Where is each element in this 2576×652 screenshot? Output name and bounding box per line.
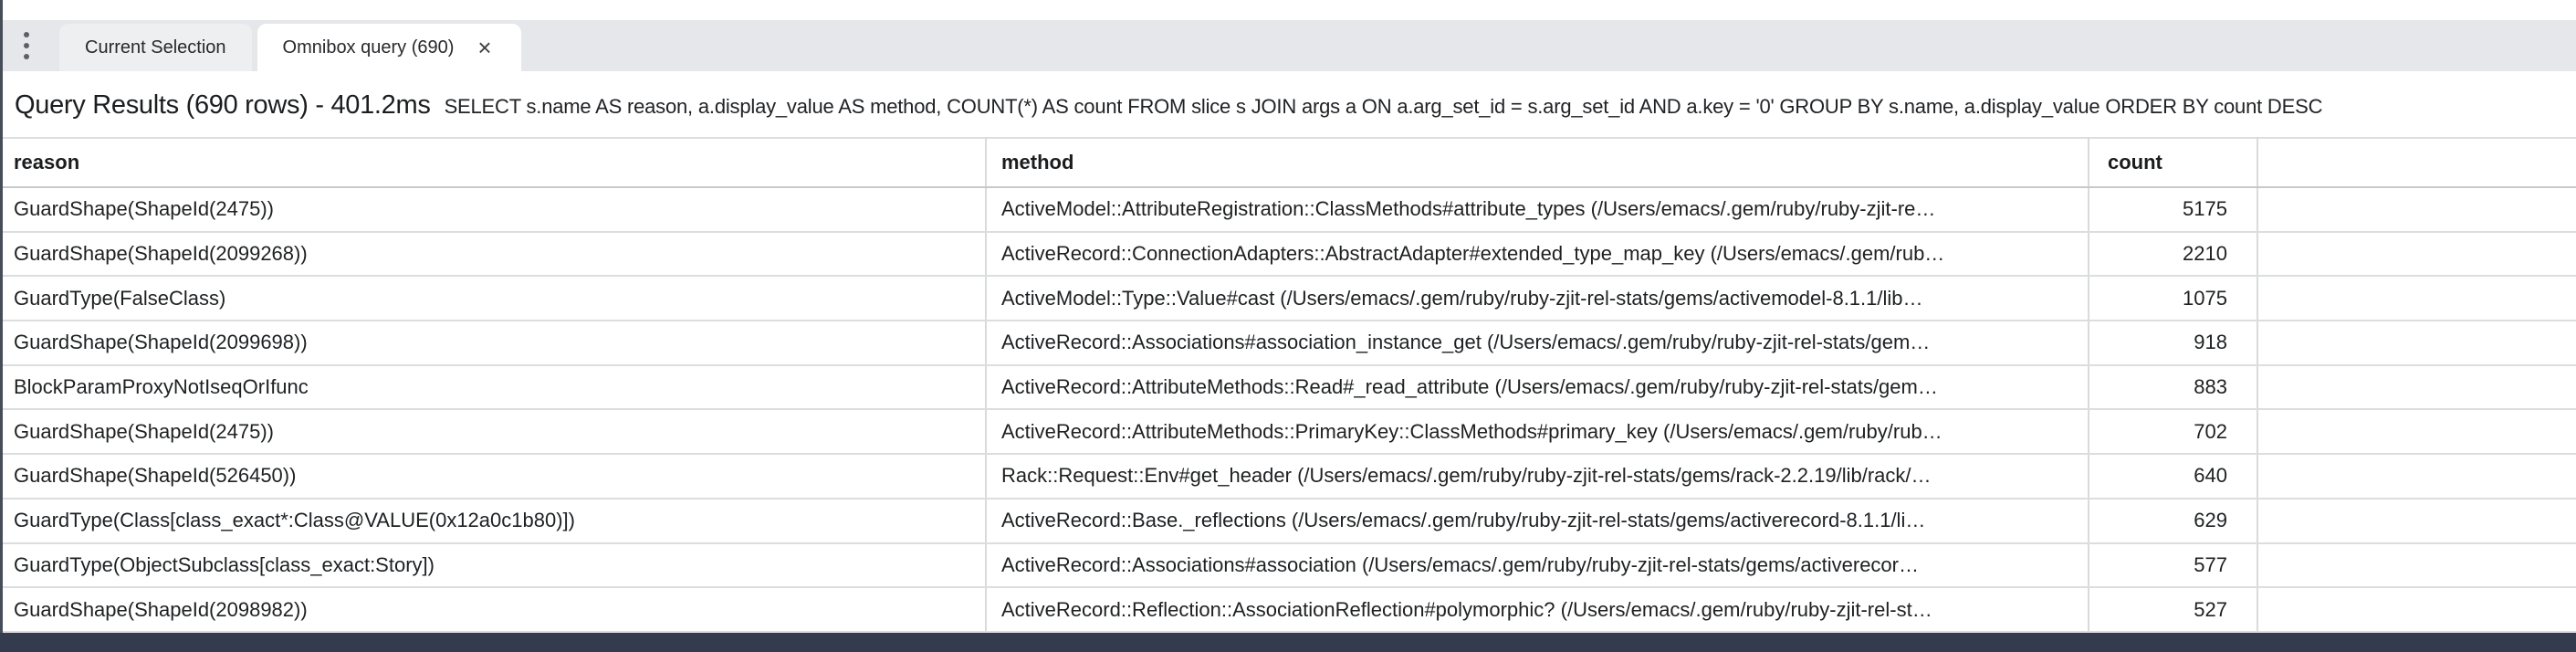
cell-filler — [2257, 498, 2576, 544]
table-row: GuardShape(ShapeId(2475)) ActiveRecord::… — [3, 409, 2576, 456]
cell-reason: GuardShape(ShapeId(2475)) — [3, 187, 987, 233]
cell-filler — [2257, 454, 2576, 500]
table-row: GuardShape(ShapeId(2099698)) ActiveRecor… — [3, 321, 2576, 366]
column-header-method: method — [986, 137, 2089, 188]
results-header: Query Results (690 rows) - 401.2ms SELEC… — [3, 71, 2576, 137]
table-header-row: reason method count — [3, 137, 2576, 188]
cell-method: ActiveRecord::Associations#association_i… — [986, 321, 2089, 366]
cell-filler — [2257, 364, 2576, 411]
kebab-menu-icon — [24, 32, 29, 59]
table-row: GuardType(Class[class_exact*:Class@VALUE… — [3, 498, 2576, 544]
cell-filler — [2257, 542, 2576, 589]
query-sql-text: SELECT s.name AS reason, a.display_value… — [444, 95, 2323, 118]
column-header-reason: reason — [3, 137, 987, 188]
cell-reason: GuardShape(ShapeId(526450)) — [3, 454, 987, 500]
top-spacer — [3, 0, 2576, 20]
cell-count: 883 — [2089, 364, 2258, 411]
cell-count: 702 — [2089, 409, 2258, 456]
cell-reason: GuardShape(ShapeId(2099698)) — [3, 321, 987, 366]
details-tab-bar: Current Selection Omnibox query (690) × — [3, 20, 2576, 71]
cell-filler — [2257, 409, 2576, 456]
cell-filler — [2257, 231, 2576, 278]
column-header-count: count — [2089, 137, 2258, 188]
cell-method: ActiveModel::Type::Value#cast (/Users/em… — [986, 276, 2089, 322]
cell-filler — [2257, 321, 2576, 366]
cell-reason: GuardShape(ShapeId(2475)) — [3, 409, 987, 456]
tab-current-selection[interactable]: Current Selection — [59, 24, 252, 71]
cell-count: 5175 — [2089, 187, 2258, 233]
cell-method: ActiveRecord::AttributeMethods::Read#_re… — [986, 364, 2089, 411]
results-table: reason method count GuardShape(ShapeId(2… — [3, 137, 2576, 633]
table-row: GuardShape(ShapeId(2099268)) ActiveRecor… — [3, 231, 2576, 278]
cell-method: ActiveRecord::AttributeMethods::PrimaryK… — [986, 409, 2089, 456]
cell-reason: BlockParamProxyNotIseqOrIfunc — [3, 364, 987, 411]
cell-reason: GuardType(ObjectSubclass[class_exact:Sto… — [3, 542, 987, 589]
tab-menu-button[interactable] — [3, 20, 50, 71]
tab-omnibox-query[interactable]: Omnibox query (690) × — [257, 24, 521, 71]
cell-count: 2210 — [2089, 231, 2258, 278]
cell-reason: GuardType(Class[class_exact*:Class@VALUE… — [3, 498, 987, 544]
cell-reason: GuardType(FalseClass) — [3, 276, 987, 322]
table-row: GuardShape(ShapeId(2098982)) ActiveRecor… — [3, 587, 2576, 633]
tab-label: Current Selection — [85, 37, 226, 58]
cell-reason: GuardShape(ShapeId(2098982)) — [3, 587, 987, 633]
table-row: BlockParamProxyNotIseqOrIfunc ActiveReco… — [3, 364, 2576, 411]
cell-count: 527 — [2089, 587, 2258, 633]
bottom-dark-bar — [0, 633, 2576, 652]
cell-method: ActiveRecord::ConnectionAdapters::Abstra… — [986, 231, 2089, 278]
cell-method: ActiveModel::AttributeRegistration::Clas… — [986, 187, 2089, 233]
cell-method: ActiveRecord::Base._reflections (/Users/… — [986, 498, 2089, 544]
cell-method: ActiveRecord::Associations#association (… — [986, 542, 2089, 589]
cell-count: 577 — [2089, 542, 2258, 589]
cell-filler — [2257, 187, 2576, 233]
table-row: GuardShape(ShapeId(2475)) ActiveModel::A… — [3, 187, 2576, 233]
cell-filler — [2257, 276, 2576, 322]
cell-count: 1075 — [2089, 276, 2258, 322]
cell-filler — [2257, 587, 2576, 633]
close-icon[interactable]: × — [477, 34, 492, 61]
cell-count: 918 — [2089, 321, 2258, 366]
cell-method: ActiveRecord::Reflection::AssociationRef… — [986, 587, 2089, 633]
tab-label: Omnibox query (690) — [282, 37, 455, 58]
cell-reason: GuardShape(ShapeId(2099268)) — [3, 231, 987, 278]
table-row: GuardType(FalseClass) ActiveModel::Type:… — [3, 276, 2576, 322]
table-row: GuardShape(ShapeId(526450)) Rack::Reques… — [3, 454, 2576, 500]
results-table-body: GuardShape(ShapeId(2475)) ActiveModel::A… — [3, 187, 2576, 633]
cell-count: 629 — [2089, 498, 2258, 544]
query-results-title: Query Results (690 rows) - 401.2ms — [15, 90, 431, 120]
cell-method: Rack::Request::Env#get_header (/Users/em… — [986, 454, 2089, 500]
cell-count: 640 — [2089, 454, 2258, 500]
table-row: GuardType(ObjectSubclass[class_exact:Sto… — [3, 542, 2576, 589]
column-header-filler — [2257, 137, 2576, 188]
